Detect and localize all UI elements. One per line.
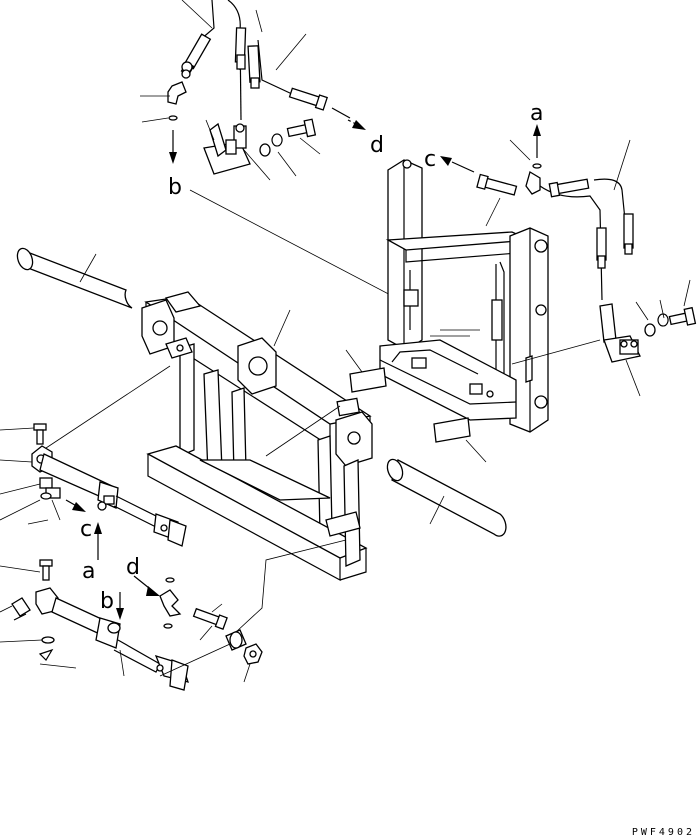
label-a-top: a	[530, 101, 543, 126]
lower-center-fittings	[133, 539, 347, 677]
center-carriage-frame	[141, 291, 471, 582]
upper-cylinder	[31, 423, 187, 560]
top-hose-assembly	[167, 0, 401, 301]
leader-lines-right	[485, 139, 691, 397]
label-c-left: c	[80, 517, 92, 542]
pins	[16, 247, 507, 537]
label-a-left: a	[82, 559, 95, 584]
leader-lines-top	[140, 0, 321, 181]
label-b-top: b	[168, 175, 182, 200]
label-d-left: d	[126, 555, 140, 580]
connection-labels: a b c d c a d b	[80, 101, 543, 614]
right-hose-assembly	[440, 124, 697, 365]
leader-lines-left	[0, 427, 251, 683]
label-d-top: d	[370, 133, 384, 158]
drawing-code: PWF4902	[631, 827, 695, 838]
label-c-top: c	[424, 147, 436, 172]
right-upright-frame	[379, 159, 549, 433]
label-b-left: b	[100, 589, 114, 614]
lower-cylinder	[11, 559, 189, 691]
leader-lines-center	[39, 309, 487, 463]
